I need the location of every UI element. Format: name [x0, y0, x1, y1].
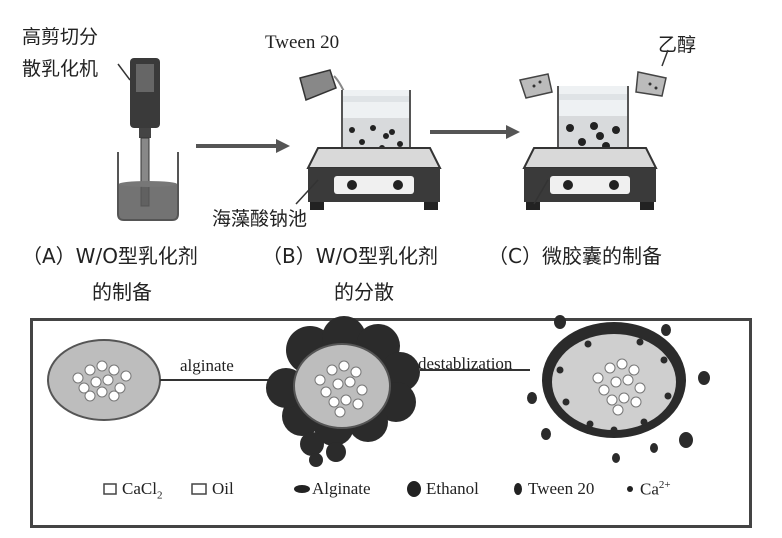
arrow-label-destablization: destablization [418, 354, 513, 373]
legend-ca2plus: Ca2+ [640, 479, 671, 500]
caption-b-line1: （B）W/O型乳化剂 [262, 244, 438, 268]
stirrer-setup-c [519, 49, 669, 210]
caption-a-line1: （A）W/O型乳化剂 [22, 244, 198, 268]
process-arrow-2 [430, 125, 520, 139]
legend-oil: Oil [212, 479, 234, 498]
homogenizer-label-line2: 散乳化机 [22, 58, 99, 80]
caption-a-line2: 的制备 [92, 280, 152, 304]
legend-ca-text: Ca [640, 479, 659, 499]
legend-cacl2: CaCl2 [122, 479, 162, 501]
process-arrow-1 [196, 139, 290, 153]
homogenizer-illustration [117, 58, 179, 221]
alginate-pool-label: 海藻酸钠池 [212, 208, 308, 230]
caption-b-line2: 的分散 [334, 280, 394, 304]
stirrer-setup-b [295, 69, 442, 210]
legend-cacl2-text: CaCl [122, 479, 157, 498]
legend-cacl2-sub: 2 [156, 489, 163, 502]
legend-tween20: Tween 20 [528, 479, 595, 498]
caption-c-line1: （C）微胶囊的制备 [488, 244, 662, 268]
legend-alginate: Alginate [312, 479, 371, 498]
arrow-label-alginate: alginate [180, 356, 234, 375]
legend-ca-sup: 2+ [658, 479, 671, 491]
tween-label: Tween 20 [265, 32, 340, 53]
homogenizer-label-line1: 高剪切分 [22, 26, 99, 48]
legend-ethanol: Ethanol [426, 479, 479, 498]
